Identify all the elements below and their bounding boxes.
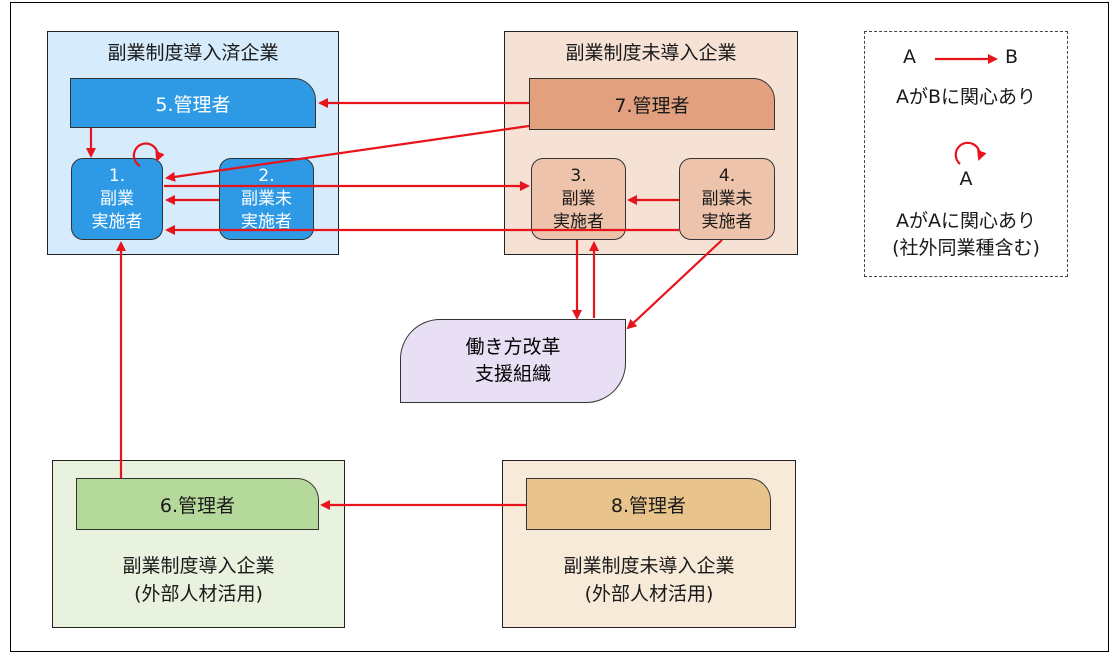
node-manager-8: 8.管理者	[526, 478, 771, 530]
legend-self-desc-line1: AがAに関心あり	[896, 210, 1036, 232]
node-worker-1: 1. 副業 実施者	[71, 158, 163, 240]
node-worker-1-line2: 実施者	[91, 211, 143, 232]
node-worker-4-line2: 実施者	[701, 211, 753, 232]
node-worker-1-num: 1.	[108, 165, 126, 186]
node-manager-6-label: 6.管理者	[159, 494, 236, 517]
node-worker-1-line1: 副業	[100, 188, 134, 209]
node-worker-2-line1: 副業未	[241, 188, 292, 209]
node-worker-3-line1: 副業	[561, 188, 596, 209]
arrow-worker4-to-support	[626, 239, 723, 330]
legend-b-label: B	[1005, 46, 1019, 68]
node-worker-3-line2: 実施者	[553, 211, 604, 232]
node-support-line1: 働き方改革	[465, 336, 561, 358]
node-manager-6: 6.管理者	[76, 478, 319, 530]
node-worker-4: 4. 副業未 実施者	[679, 158, 775, 240]
legend-self-label: A	[959, 168, 973, 190]
node-worker-2: 2. 副業未 実施者	[219, 158, 314, 240]
legend-box: A B AがBに関心あり A AがAに関心あり (社外同業種含む)	[864, 31, 1068, 277]
arrow-worker1-self	[132, 142, 165, 167]
node-manager-7: 7.管理者	[529, 78, 775, 130]
group-implemented-external-line1: 副業制度導入企業	[122, 555, 275, 577]
legend-self-desc-line2: (社外同業種含む)	[892, 237, 1040, 259]
node-worker-2-line2: 実施者	[241, 211, 292, 232]
node-manager-5-label: 5.管理者	[155, 93, 231, 116]
node-support-line2: 支援組織	[474, 363, 551, 385]
legend-sample-self-arrow	[954, 141, 987, 165]
group-not-implemented-external-line1: 副業制度未導入企業	[563, 555, 735, 577]
group-not-implemented-external-line2: (外部人材活用)	[584, 583, 714, 605]
node-work-style-reform-support-org: 働き方改革 支援組織	[400, 319, 626, 403]
node-worker-4-num: 4.	[718, 165, 736, 186]
node-manager-7-label: 7.管理者	[614, 94, 690, 117]
arrow-manager7-to-worker1	[165, 124, 530, 182]
group-implemented-external-line2: (外部人材活用)	[134, 583, 263, 605]
group-not-implemented-title: 副業制度未導入企業	[565, 42, 737, 64]
legend-a-label: A	[903, 46, 916, 68]
node-worker-3-num: 3.	[570, 165, 587, 186]
node-worker-4-line1: 副業未	[701, 188, 753, 209]
node-manager-5: 5.管理者	[70, 78, 316, 128]
legend-arrow-desc: AがBに関心あり	[895, 86, 1037, 108]
group-implemented-title: 副業制度導入済企業	[107, 42, 279, 64]
node-worker-2-num: 2.	[258, 165, 275, 186]
node-worker-3: 3. 副業 実施者	[531, 158, 626, 240]
node-manager-8-label: 8.管理者	[610, 494, 687, 517]
